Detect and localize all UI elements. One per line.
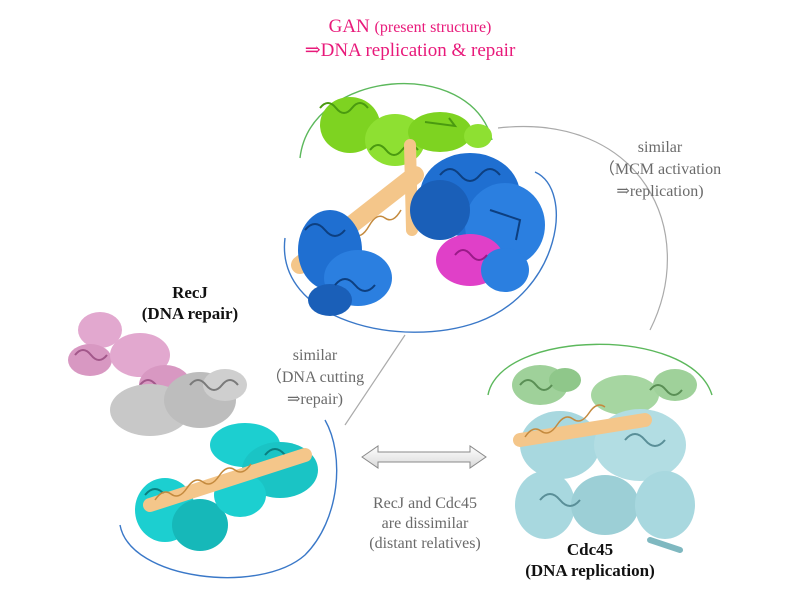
double-headed-arrow-icon bbox=[361, 445, 487, 469]
gan-function: ⇒DNA replication & repair bbox=[304, 40, 516, 61]
similar-right-1: similar bbox=[637, 139, 683, 156]
cdc45-top-domain-arc bbox=[487, 343, 713, 396]
gan-main-domain-right bbox=[410, 153, 545, 292]
recj-linker-helix bbox=[143, 448, 312, 512]
similar-left-3: ⇒repair) bbox=[286, 391, 344, 408]
cdc45-linker-helix bbox=[513, 404, 652, 447]
gan-top-domain-arc bbox=[299, 82, 493, 159]
connector-gan-recj bbox=[344, 334, 406, 426]
recj-structure bbox=[68, 312, 338, 579]
cdc45-structure bbox=[487, 343, 713, 553]
similar-right-3: ⇒replication) bbox=[616, 183, 704, 200]
similar-right-2: （MCM activation bbox=[598, 161, 722, 178]
dissimilar-2: are dissimilar bbox=[381, 515, 469, 532]
recj-gray-domain bbox=[110, 369, 247, 436]
dissimilar-1: RecJ and Cdc45 bbox=[373, 495, 477, 512]
gan-structure bbox=[283, 82, 557, 333]
gan-title: GAN (present structure) bbox=[265, 16, 555, 39]
cdc45-green-domain bbox=[512, 365, 697, 415]
recj-cyan-domain bbox=[135, 423, 318, 551]
cdc45-function: (DNA replication) bbox=[525, 561, 655, 580]
recj-name: RecJ bbox=[172, 283, 208, 302]
dissimilar-3: (distant relatives) bbox=[369, 535, 481, 552]
similar-left-2: （DNA cutting bbox=[265, 369, 365, 386]
gan-note: (present structure) bbox=[374, 19, 492, 36]
recj-domain-arc bbox=[119, 419, 338, 579]
connector-gan-cdc45 bbox=[497, 125, 668, 331]
similar-left-1: similar bbox=[292, 347, 338, 364]
cdc45-blue-domain bbox=[515, 409, 695, 553]
cdc45-name: Cdc45 bbox=[566, 540, 614, 559]
gan-main-domain-left bbox=[298, 210, 392, 316]
recj-function: (DNA repair) bbox=[141, 304, 239, 323]
gan-main-domain-arc bbox=[283, 171, 557, 333]
gan-name: GAN bbox=[328, 16, 370, 37]
